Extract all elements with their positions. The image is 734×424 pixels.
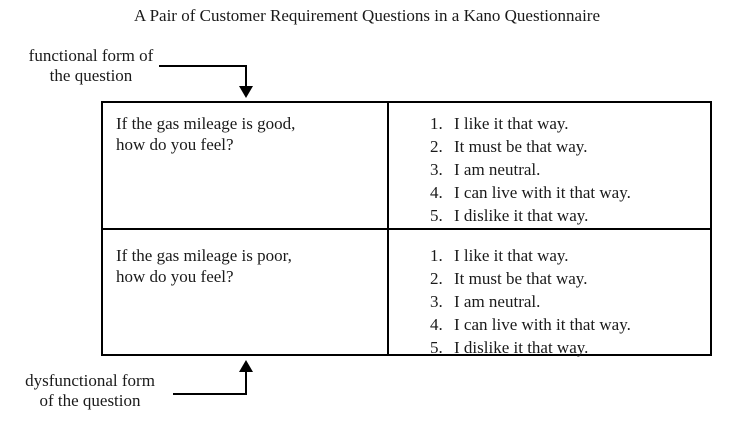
option-item: 5. I dislike it that way. xyxy=(430,204,710,227)
option-item: 3. I am neutral. xyxy=(430,290,710,313)
functional-form-label-line2: the question xyxy=(49,66,133,85)
option-number: 5. xyxy=(430,337,443,357)
option-text: It must be that way. xyxy=(454,137,588,156)
option-number: 3. xyxy=(430,160,443,179)
functional-question-line1: If the gas mileage is good, xyxy=(116,114,296,133)
option-text: It must be that way. xyxy=(454,268,588,288)
option-item: 4. I can live with it that way. xyxy=(430,313,710,336)
dysfunctional-arrowhead-icon xyxy=(239,360,253,372)
option-text: I like it that way. xyxy=(454,245,569,265)
functional-form-label: functional form of the question xyxy=(10,46,172,86)
dysfunctional-arrow-line xyxy=(173,372,247,395)
table-row-dysfunctional: If the gas mileage is poor, how do you f… xyxy=(103,229,710,357)
option-item: 5. I dislike it that way. xyxy=(430,336,710,359)
option-number: 1. xyxy=(430,245,443,265)
functional-question-line2: how do you feel? xyxy=(116,135,234,154)
option-number: 2. xyxy=(430,268,443,288)
dysfunctional-options-cell: 1. I like it that way. 2. It must be that … xyxy=(389,230,710,357)
dysfunctional-question-line2: how do you feel? xyxy=(116,266,234,286)
option-text: I like it that way. xyxy=(454,114,569,133)
option-item: 2. It must be that way. xyxy=(430,267,710,290)
option-number: 2. xyxy=(430,137,443,156)
option-number: 3. xyxy=(430,291,443,311)
option-item: 1. I like it that way. xyxy=(430,112,710,135)
dysfunctional-question-cell: If the gas mileage is poor, how do you f… xyxy=(103,229,389,354)
option-number: 4. xyxy=(430,314,443,334)
functional-arrow-line xyxy=(159,65,247,87)
dysfunctional-form-label: dysfunctional form of the question xyxy=(6,371,174,411)
option-text: I can live with it that way. xyxy=(454,314,631,334)
option-number: 5. xyxy=(430,206,443,225)
diagram-title: A Pair of Customer Requirement Questions… xyxy=(134,6,600,25)
option-number: 4. xyxy=(430,183,443,202)
option-text: I am neutral. xyxy=(454,291,541,311)
questionnaire-table: If the gas mileage is good, how do you f… xyxy=(101,101,712,357)
dysfunctional-form-label-line2: of the question xyxy=(39,391,141,410)
option-item: 4. I can live with it that way. xyxy=(430,181,710,204)
option-item: 2. It must be that way. xyxy=(430,135,710,158)
option-item: 3. I am neutral. xyxy=(430,158,710,181)
option-text: I dislike it that way. xyxy=(454,337,589,357)
option-number: 1. xyxy=(430,114,443,133)
option-text: I can live with it that way. xyxy=(454,183,631,202)
functional-arrowhead-icon xyxy=(239,86,253,98)
option-item: 1. I like it that way. xyxy=(430,244,710,267)
dysfunctional-question-line1: If the gas mileage is poor, xyxy=(116,245,292,265)
functional-options-cell: 1. I like it that way. 2. It must be that … xyxy=(389,103,710,228)
option-text: I am neutral. xyxy=(454,160,541,179)
functional-form-label-line1: functional form of xyxy=(28,46,154,65)
dysfunctional-form-label-line1: dysfunctional form xyxy=(25,371,155,390)
table-row-functional: If the gas mileage is good, how do you f… xyxy=(103,103,710,230)
functional-question-cell: If the gas mileage is good, how do you f… xyxy=(103,103,389,228)
option-text: I dislike it that way. xyxy=(454,206,589,225)
